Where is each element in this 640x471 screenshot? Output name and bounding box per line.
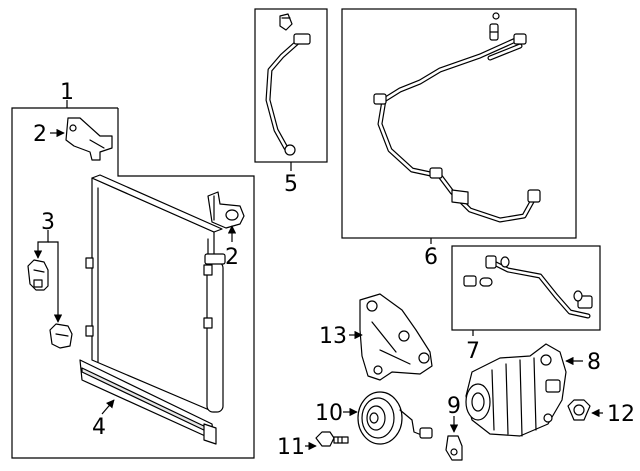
hose-5-frame — [254, 8, 328, 171]
callout-11: 11 — [277, 435, 305, 460]
hose-7-frame — [451, 245, 601, 336]
bracket-right — [207, 191, 245, 229]
nut — [567, 399, 591, 421]
callout-5: 5 — [284, 172, 298, 197]
condenser — [85, 174, 226, 413]
condenser-assembly-frame — [11, 100, 255, 459]
hose-7 — [463, 255, 593, 319]
lower-air-guide — [79, 359, 217, 445]
callout-2-upper: 2 — [33, 122, 47, 147]
callout-13: 13 — [319, 324, 347, 349]
callout-1: 1 — [60, 80, 74, 105]
bolt — [315, 431, 349, 447]
clip-lower — [49, 323, 73, 349]
callout-9: 9 — [447, 394, 461, 419]
hose-6 — [373, 12, 541, 223]
hose-6-frame — [341, 8, 577, 244]
callout-7: 7 — [466, 339, 480, 364]
clutch-assembly — [357, 391, 433, 445]
callout-2-right: 2 — [225, 245, 239, 270]
callout-4: 4 — [92, 415, 106, 440]
hose-5 — [265, 13, 311, 156]
compressor-bracket — [359, 293, 433, 381]
callout-10: 10 — [315, 401, 343, 426]
clip-upper — [27, 259, 49, 291]
callout-12: 12 — [607, 402, 635, 427]
small-bracket — [445, 435, 463, 461]
leader-lines — [33, 128, 603, 451]
callout-6: 6 — [424, 245, 438, 270]
callout-3: 3 — [41, 210, 55, 235]
compressor — [465, 343, 567, 437]
bracket-upper-left — [65, 117, 113, 161]
callout-8: 8 — [587, 350, 601, 375]
